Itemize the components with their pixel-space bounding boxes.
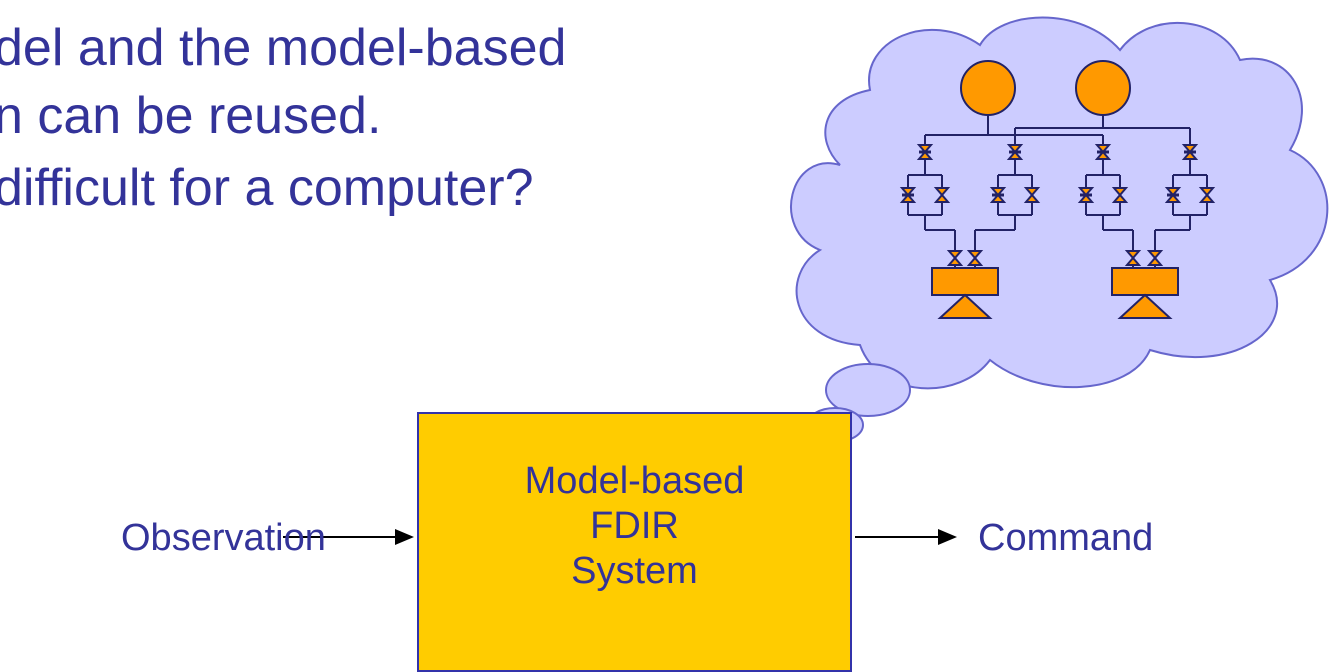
observation-label: Observation xyxy=(121,517,326,559)
valve-group xyxy=(899,144,1216,266)
tank-right xyxy=(1075,60,1131,116)
thought-cloud xyxy=(790,16,1329,452)
box-line-2: FDIR xyxy=(590,505,679,547)
valve-icon xyxy=(1023,187,1041,203)
tank-left xyxy=(960,60,1016,116)
valve-icon xyxy=(1111,187,1129,203)
box-line-3: System xyxy=(571,550,698,592)
input-arrow xyxy=(283,529,414,545)
valve-icon xyxy=(1198,187,1216,203)
engine-right xyxy=(1111,267,1179,319)
command-label: Command xyxy=(978,517,1154,559)
bullet-text-3: difficult for a computer? xyxy=(0,159,534,217)
output-arrow xyxy=(855,529,957,545)
bullet-text-2: n can be reused. xyxy=(0,87,382,145)
cloud-shape xyxy=(790,16,1329,390)
valve-icon xyxy=(966,250,984,266)
valve-icon xyxy=(1124,250,1142,266)
diagram-canvas xyxy=(283,16,1329,545)
fdir-system-box: Model-based FDIR System xyxy=(417,412,852,672)
engine-left xyxy=(931,267,999,319)
box-line-1: Model-based xyxy=(524,460,745,502)
valve-icon xyxy=(933,187,951,203)
propulsion-schematic xyxy=(907,60,1208,319)
valve-icon xyxy=(946,250,964,266)
thought-bubble-large xyxy=(825,363,911,417)
valve-icon xyxy=(1146,250,1164,266)
bullet-text-1: del and the model-based xyxy=(0,19,567,77)
